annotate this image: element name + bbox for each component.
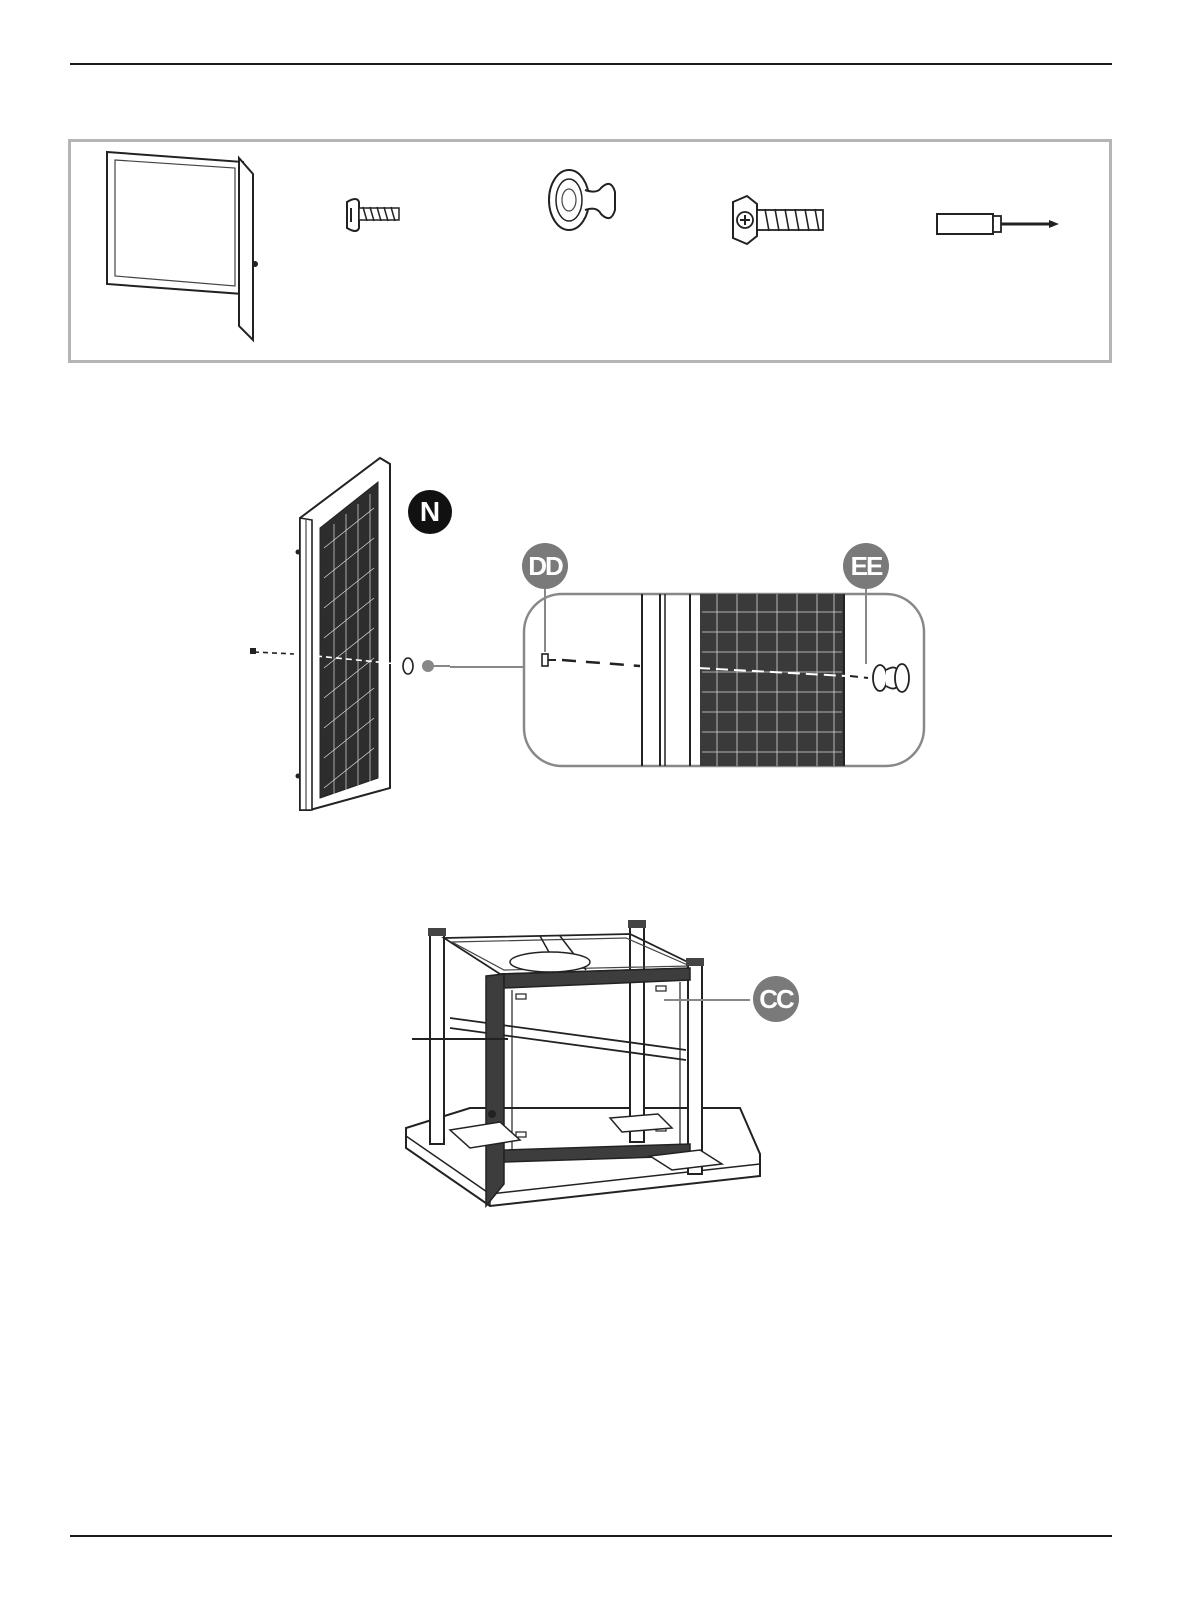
screwdriver-icon xyxy=(935,206,1065,246)
screw-cc-badge: CC xyxy=(753,976,799,1022)
hex-bolt-icon xyxy=(727,192,837,252)
parts-box xyxy=(68,139,1112,363)
knob-ee-badge: EE xyxy=(843,543,889,589)
door-n-badge: N xyxy=(408,490,452,534)
door-panel-icon xyxy=(103,148,283,348)
small-screw-icon xyxy=(343,194,413,244)
header-rule xyxy=(70,63,1112,65)
cabinet-frame-illustration xyxy=(400,918,760,1248)
screw-dd-badge: DD xyxy=(522,543,568,589)
cc-leader-line xyxy=(664,997,754,1003)
door-leader-line xyxy=(412,1036,512,1042)
footer-rule xyxy=(70,1535,1112,1537)
knob-detail-callout xyxy=(522,592,926,772)
knob-icon xyxy=(545,162,635,242)
